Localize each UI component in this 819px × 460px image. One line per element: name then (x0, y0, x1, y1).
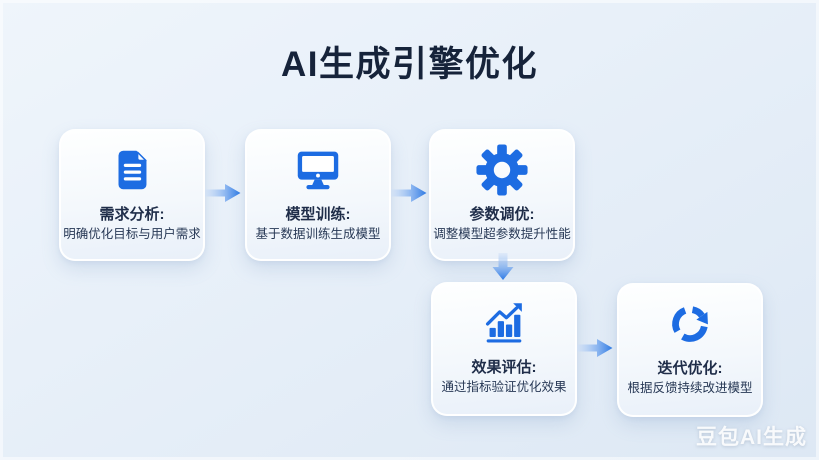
document-icon (105, 143, 159, 197)
step-description: 通过指标验证优化效果 (441, 380, 567, 395)
step-title: 需求分析: (99, 206, 165, 223)
step-card-parameter-tuning: 参数调优: 调整模型超参数提升性能 (429, 129, 575, 261)
step-description: 基于数据训练生成模型 (255, 227, 381, 242)
flow-arrow-right-1 (205, 181, 241, 210)
step-title: 迭代优化: (657, 360, 723, 377)
step-title: 参数调优: (469, 206, 535, 223)
bar-chart-icon (477, 296, 531, 350)
step-description: 调整模型超参数提升性能 (433, 227, 571, 242)
step-card-requirements-analysis: 需求分析: 明确优化目标与用户需求 (59, 129, 205, 261)
flow-arrow-right-3 (577, 336, 613, 365)
flow-arrow-down (490, 253, 516, 286)
refresh-icon (663, 297, 717, 351)
flow-arrow-right-2 (391, 181, 427, 210)
step-title: 效果评估: (471, 359, 537, 376)
step-title: 模型训练: (285, 206, 351, 223)
step-card-effect-evaluation: 效果评估: 通过指标验证优化效果 (431, 282, 577, 416)
ai-generated-watermark: 豆包AI生成 (696, 426, 807, 449)
page-title: AI生成引擎优化 (280, 45, 538, 84)
monitor-icon (291, 143, 345, 197)
gear-icon (475, 143, 529, 197)
step-card-model-training: 模型训练: 基于数据训练生成模型 (245, 129, 391, 261)
step-description: 明确优化目标与用户需求 (63, 227, 201, 242)
step-card-iterative-optimization: 迭代优化: 根据反馈持续改进模型 (617, 283, 763, 417)
step-description: 根据反馈持续改进模型 (627, 381, 753, 396)
